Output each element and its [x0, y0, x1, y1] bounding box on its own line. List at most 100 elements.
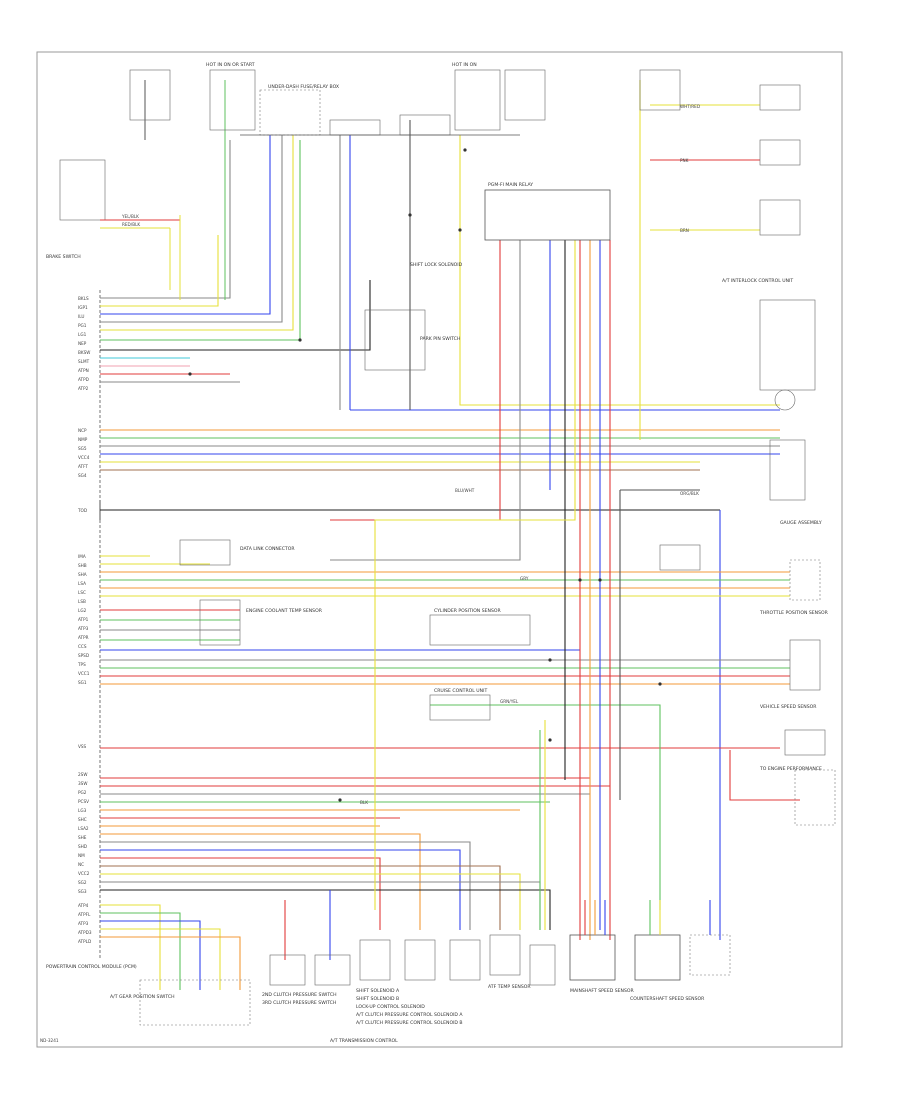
svg-text:ATP1: ATP1: [78, 617, 89, 622]
label-lc-valve: A/T CLUTCH PRESSURE CONTROL SOLENOID A: [356, 1012, 463, 1018]
diagram-title: A/T TRANSMISSION CONTROL: [330, 1038, 398, 1044]
svg-text:LSB: LSB: [78, 599, 86, 604]
label-mainshaft: MAINSHAFT SPEED SENSOR: [570, 988, 635, 994]
label-brake-switch: BRAKE SWITCH: [46, 254, 81, 260]
svg-text:VCC1: VCC1: [78, 671, 90, 676]
svg-text:PG1: PG1: [78, 323, 87, 328]
bottom-components: [139, 934, 731, 1026]
connector-stubs: [584, 900, 711, 935]
label-range-switch: A/T GEAR POSITION SWITCH: [110, 994, 175, 1000]
svg-text:LG2: LG2: [78, 608, 87, 613]
label-ign-relay: PGM-FI MAIN RELAY: [488, 182, 533, 188]
svg-text:2SW: 2SW: [78, 772, 87, 777]
wire-code-yel-blk: YEL/BLK: [121, 214, 139, 219]
wire-code-blk: BLK: [360, 800, 368, 805]
wire-code-wht-red: WHT/RED: [680, 104, 700, 109]
label-pcm: POWERTRAIN CONTROL MODULE (PCM): [46, 964, 137, 970]
wire-code-labels: YEL/BLK RED/BLK BLU/WHT GRN/YEL ORG/BLK …: [121, 104, 700, 805]
label-sol-b: SHIFT SOLENOID B: [356, 996, 399, 1002]
label-ecu-sense: ENGINE COOLANT TEMP SENSOR: [246, 608, 323, 614]
svg-text:SHB: SHB: [78, 563, 87, 568]
svg-text:TPS: TPS: [77, 662, 86, 667]
svg-text:ATP3: ATP3: [78, 626, 89, 631]
label-cruise: CRUISE CONTROL UNIT: [434, 688, 487, 694]
wire-code-grn-yel: GRN/YEL: [500, 699, 519, 704]
label-atf-temp: ATF TEMP SENSOR: [488, 984, 531, 990]
svg-text:SLMT: SLMT: [78, 359, 90, 364]
junction-dots: [188, 148, 662, 802]
svg-text:ATPN: ATPN: [78, 368, 89, 373]
corner-code: ND-3241: [40, 1038, 59, 1043]
right-switches: [759, 84, 836, 826]
label-press-sw: 2ND CLUTCH PRESSURE SWITCH: [262, 992, 337, 998]
label-fuse-box: UNDER-DASH FUSE/RELAY BOX: [268, 84, 339, 90]
label-gauge: GAUGE ASSEMBLY: [780, 520, 822, 526]
svg-text:SG2: SG2: [78, 880, 87, 885]
svg-text:PCSV: PCSV: [78, 799, 89, 804]
svg-text:SHC: SHC: [78, 817, 87, 822]
svg-text:IMA: IMA: [78, 554, 86, 559]
label-park-pin: PARK PIN SWITCH: [420, 336, 460, 342]
label-hot-run: HOT IN ON: [452, 62, 477, 68]
svg-text:ATFT: ATFT: [78, 464, 88, 469]
svg-text:PG2: PG2: [78, 790, 87, 795]
lower-wire-bundle: [100, 555, 790, 910]
svg-text:ATPR: ATPR: [78, 635, 89, 640]
wire-code-blu-wht: BLU/WHT: [455, 488, 475, 493]
label-press-sw3: 3RD CLUTCH PRESSURE SWITCH: [262, 1000, 336, 1006]
block-labels: POWERTRAIN CONTROL MODULE (PCM) HOT IN O…: [46, 62, 829, 1026]
wire-code-pnk: PNK: [680, 158, 689, 163]
label-vss: VEHICLE SPEED SENSOR: [760, 704, 817, 710]
label-lc-valve-b: A/T CLUTCH PRESSURE CONTROL SOLENOID B: [356, 1020, 463, 1026]
wire-code-brn: BRN: [680, 228, 689, 233]
label-tcc-relay: A/T INTERLOCK CONTROL UNIT: [722, 278, 793, 284]
svg-text:ATPFL: ATPFL: [78, 912, 91, 917]
label-sol-a: SHIFT SOLENOID A: [356, 988, 400, 994]
wire-code-gry: GRY: [520, 576, 529, 581]
brake-switch-area: [59, 80, 226, 300]
svg-text:VCC2: VCC2: [78, 871, 90, 876]
svg-text:NEP: NEP: [78, 341, 87, 346]
svg-text:LSC: LSC: [78, 590, 86, 595]
label-cy-pos: CYLINDER POSITION SENSOR: [434, 608, 501, 614]
svg-text:NC: NC: [78, 862, 84, 867]
svg-text:SHD: SHD: [78, 844, 87, 849]
svg-text:ATP3: ATP3: [78, 921, 89, 926]
label-dlc: DATA LINK CONNECTOR: [240, 546, 295, 552]
svg-text:VSS: VSS: [78, 744, 87, 749]
svg-text:SG5: SG5: [78, 446, 87, 451]
svg-text:SPSD: SPSD: [78, 653, 89, 658]
svg-text:SG4: SG4: [78, 473, 87, 478]
svg-text:SG1: SG1: [78, 680, 87, 685]
svg-text:BKLS: BKLS: [78, 296, 89, 301]
svg-text:NMP: NMP: [78, 437, 88, 442]
middle-wire-bundle: [100, 120, 780, 940]
label-shift-lock: SHIFT LOCK SOLENOID: [410, 262, 463, 268]
solenoid-wire-bundle: [100, 777, 610, 990]
svg-text:SHE: SHE: [78, 835, 87, 840]
label-countershaft: COUNTERSHAFT SPEED SENSOR: [630, 996, 705, 1002]
svg-text:LG3: LG3: [78, 808, 87, 813]
svg-text:ATP4: ATP4: [78, 903, 89, 908]
top-components: [129, 69, 681, 241]
svg-text:3SW: 3SW: [78, 781, 87, 786]
svg-text:ATP2: ATP2: [78, 386, 89, 391]
svg-text:TOD: TOD: [77, 508, 87, 513]
svg-text:LG1: LG1: [78, 332, 87, 337]
svg-text:ILU: ILU: [78, 314, 84, 319]
svg-text:LSA: LSA: [78, 581, 86, 586]
svg-text:ATPD3: ATPD3: [78, 930, 92, 935]
middle-components: [179, 309, 701, 721]
svg-text:VCC4: VCC4: [78, 455, 90, 460]
label-ecm-link: TO ENGINE PERFORMANCE: [759, 766, 822, 772]
label-sol-c: LOCK-UP CONTROL SOLENOID: [356, 1004, 425, 1010]
svg-text:IGP1: IGP1: [78, 305, 88, 310]
wire-code-red-blk: RED/BLK: [122, 222, 140, 227]
svg-text:SG3: SG3: [78, 889, 87, 894]
svg-text:CCS: CCS: [78, 644, 87, 649]
diagram-frame: [36, 51, 843, 1048]
upper-wire-bundle: [100, 135, 371, 383]
svg-text:BKSW: BKSW: [78, 350, 90, 355]
